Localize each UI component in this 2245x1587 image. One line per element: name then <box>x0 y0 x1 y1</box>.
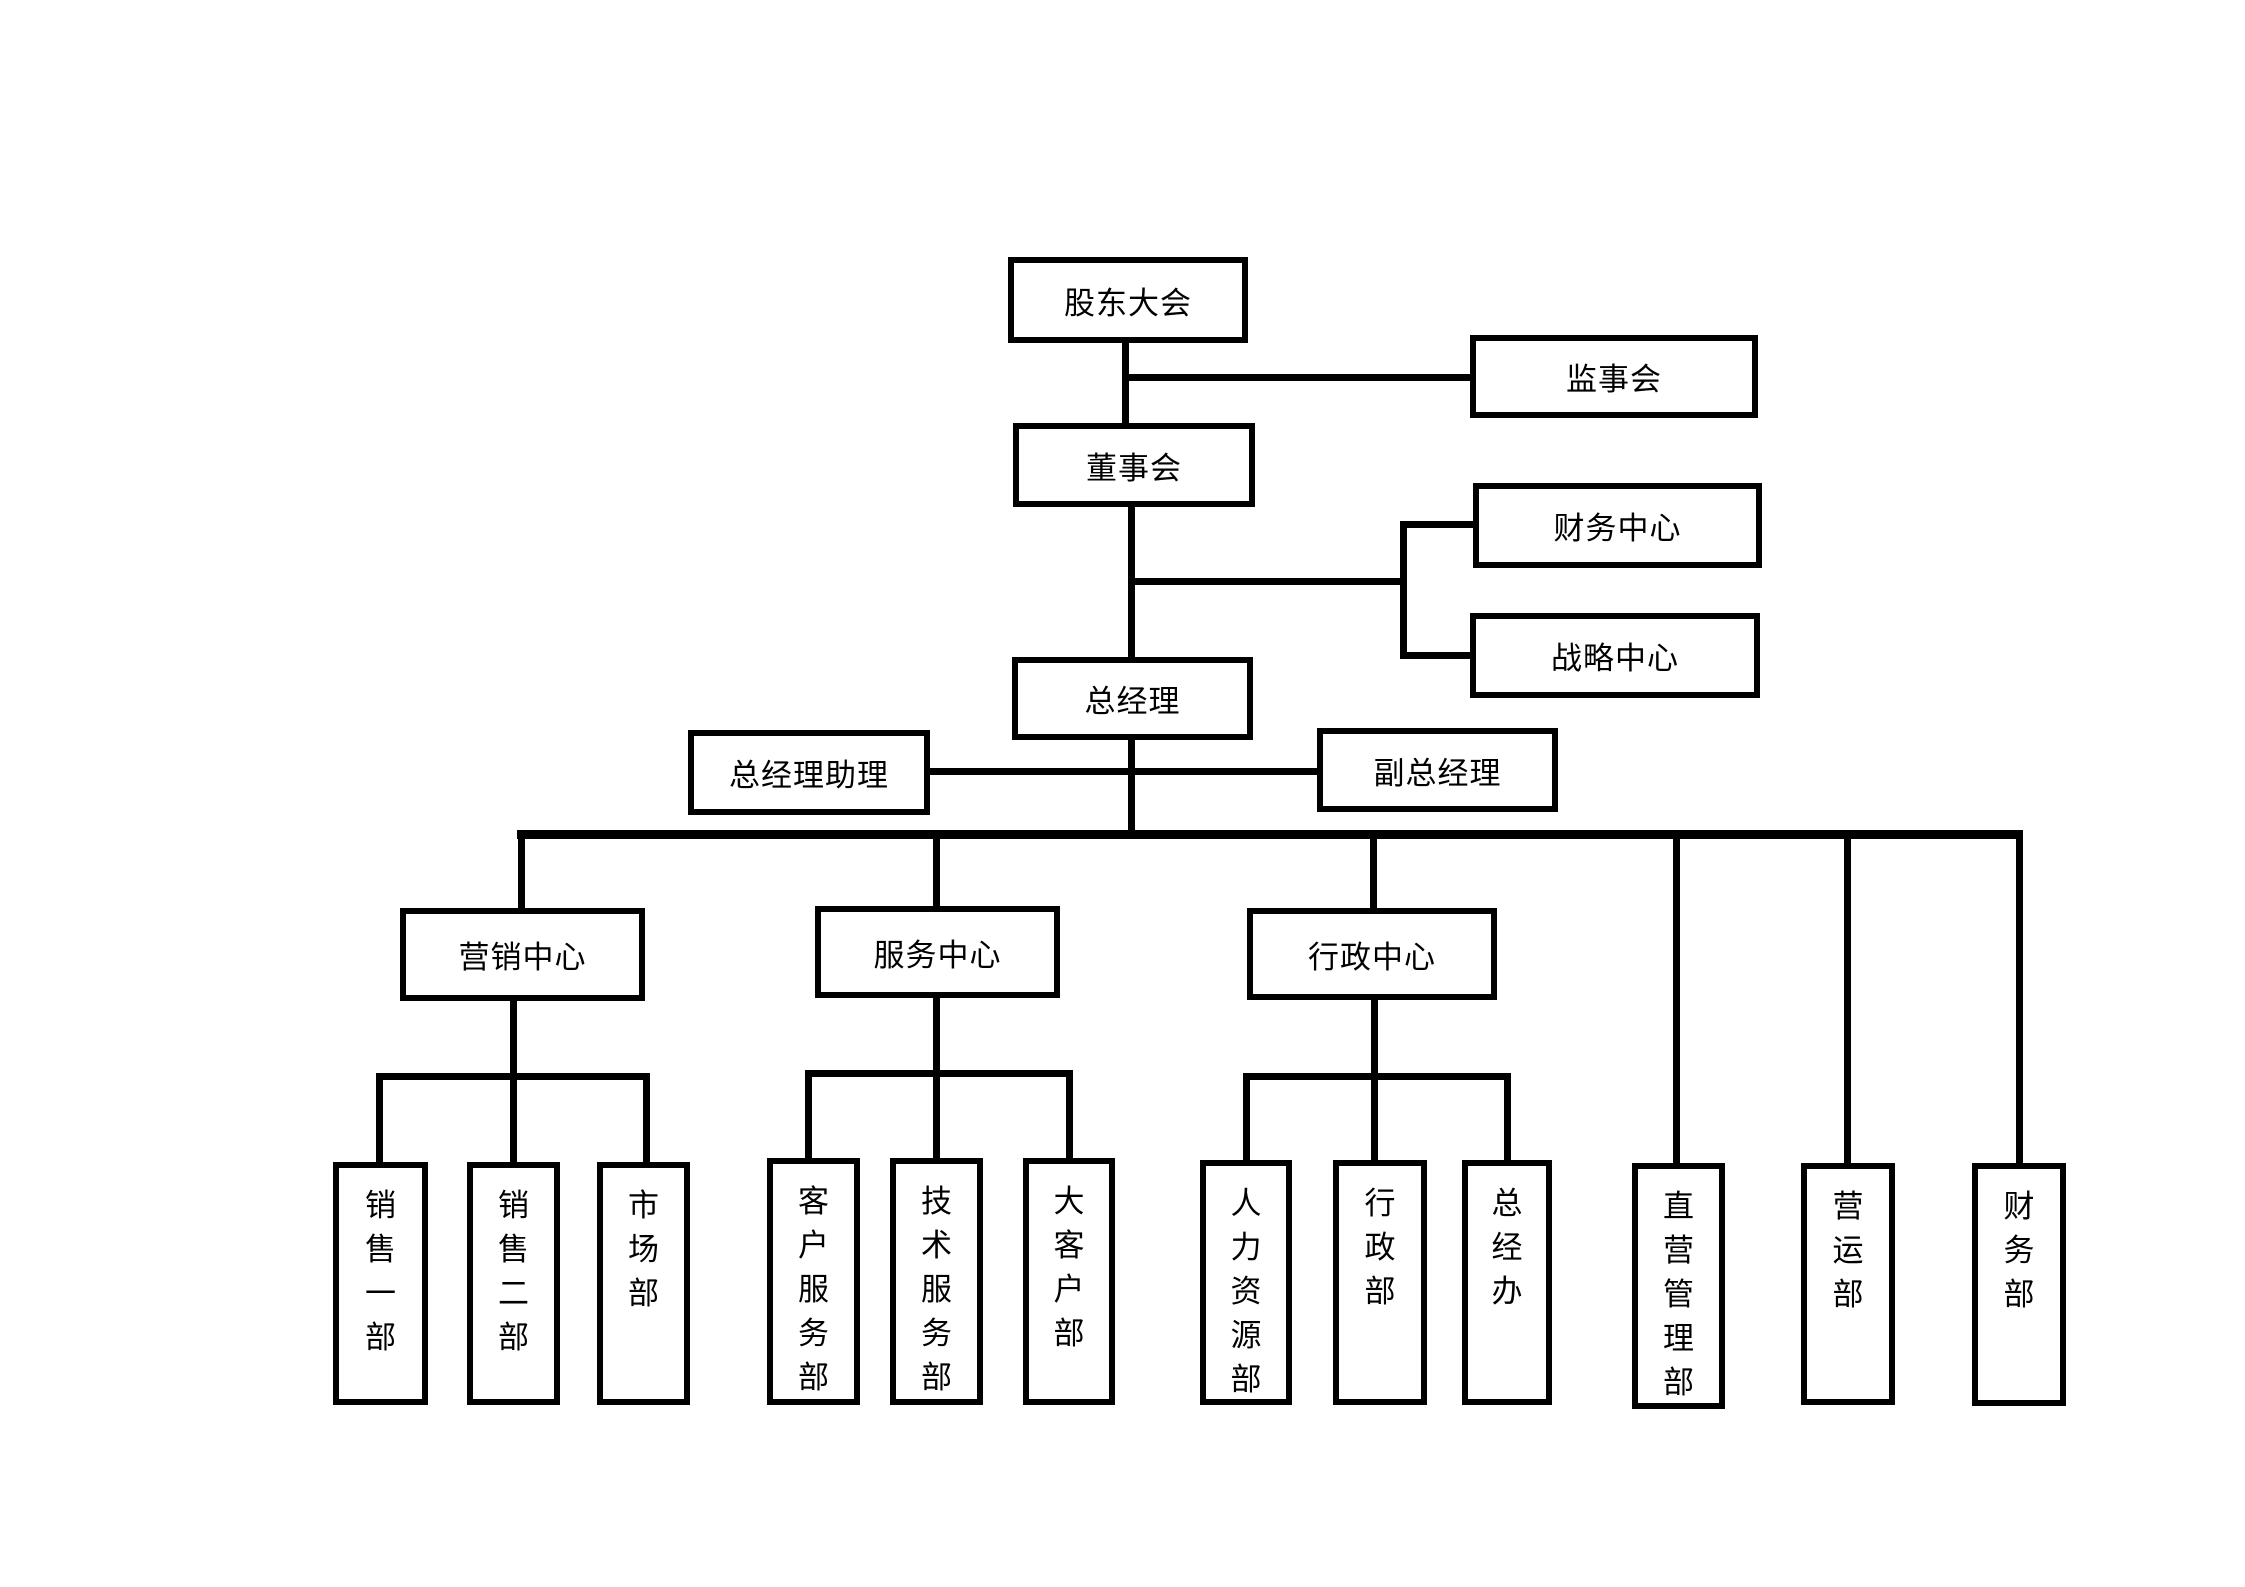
node-hr-dept-label: 人力资源部 <box>1230 1186 1262 1398</box>
node-gm-office-label: 总经办 <box>1491 1186 1523 1310</box>
node-key-account-dept: 大客户部 <box>1023 1158 1115 1405</box>
node-general-manager-label: 总经理 <box>1084 684 1181 720</box>
edge-bus-operations <box>1844 835 1851 1166</box>
node-sales-dept-2-label: 销售二部 <box>497 1188 529 1356</box>
edge-board-centers-branch <box>1128 578 1407 585</box>
node-marketing-center-label: 营销中心 <box>458 940 587 976</box>
edge-marketing-stem <box>510 999 517 1165</box>
node-board-of-directors: 董事会 <box>1013 423 1255 507</box>
node-gm-assistant-label: 总经理助理 <box>729 758 889 794</box>
node-service-center-label: 服务中心 <box>873 937 1002 974</box>
edge-admin-drop-right <box>1504 1073 1511 1163</box>
edge-admin-stem <box>1371 998 1378 1163</box>
edge-service-stem <box>933 996 940 1161</box>
node-admin-dept: 行政部 <box>1333 1160 1427 1405</box>
node-sales-dept-1-label: 销售一部 <box>364 1188 396 1356</box>
edge-bus-finance <box>2016 835 2023 1166</box>
node-shareholders-meeting: 股东大会 <box>1008 257 1248 343</box>
node-sales-dept-1: 销售一部 <box>333 1162 428 1405</box>
node-admin-dept-label: 行政部 <box>1364 1186 1396 1310</box>
node-general-manager: 总经理 <box>1012 657 1253 740</box>
edge-marketing-bracket <box>376 1073 650 1080</box>
node-deputy-gm: 副总经理 <box>1317 728 1558 812</box>
node-shareholders-meeting-label: 股东大会 <box>1064 285 1192 322</box>
node-board-of-directors-label: 董事会 <box>1086 450 1182 487</box>
edge-gm-bus-stem <box>1128 738 1135 835</box>
node-tech-service-dept: 技术服务部 <box>890 1158 983 1405</box>
node-finance-center-label: 财务中心 <box>1553 511 1682 547</box>
node-customer-service-dept-label: 客户服务部 <box>797 1184 829 1396</box>
node-admin-center-label: 行政中心 <box>1308 939 1436 976</box>
node-tech-service-dept-label: 技术服务部 <box>920 1184 952 1396</box>
node-sales-dept-2: 销售二部 <box>467 1162 560 1405</box>
node-strategy-center-label: 战略中心 <box>1551 641 1679 677</box>
edge-admin-bracket <box>1243 1073 1511 1080</box>
node-gm-assistant: 总经理助理 <box>688 730 930 815</box>
edge-bus <box>517 830 2023 839</box>
edge-marketing-drop-right <box>643 1073 650 1165</box>
node-deputy-gm-label: 副总经理 <box>1373 755 1502 792</box>
node-supervisory-board: 监事会 <box>1470 335 1758 418</box>
edge-admin-drop-left <box>1243 1073 1250 1163</box>
edge-bracket-finance-center <box>1400 521 1475 528</box>
node-strategy-center: 战略中心 <box>1470 613 1760 698</box>
node-marketing-center: 营销中心 <box>400 908 645 1001</box>
edge-bus-service <box>933 835 940 909</box>
node-market-dept-label: 市场部 <box>627 1188 659 1312</box>
edge-service-drop-left <box>805 1070 812 1161</box>
node-finance-center: 财务中心 <box>1473 483 1762 568</box>
node-market-dept: 市场部 <box>597 1162 690 1405</box>
node-direct-management-dept-label: 直营管理部 <box>1662 1189 1694 1401</box>
edge-shareholders-supervisory <box>1122 374 1470 381</box>
node-operations-dept-label: 营运部 <box>1832 1189 1864 1313</box>
edge-centers-bracket <box>1400 521 1407 659</box>
edge-bracket-strategy-center <box>1400 652 1472 659</box>
node-admin-center: 行政中心 <box>1247 908 1497 1000</box>
node-hr-dept: 人力资源部 <box>1200 1160 1292 1405</box>
node-key-account-dept-label: 大客户部 <box>1053 1184 1085 1352</box>
edge-bus-marketing <box>518 835 525 911</box>
edge-service-bracket <box>805 1070 1073 1077</box>
edge-service-drop-right <box>1066 1070 1073 1161</box>
node-operations-dept: 营运部 <box>1801 1163 1895 1405</box>
node-supervisory-board-label: 监事会 <box>1566 362 1662 398</box>
node-service-center: 服务中心 <box>815 906 1060 998</box>
edge-bus-admin <box>1370 835 1377 911</box>
edge-bus-direct <box>1673 835 1680 1166</box>
node-finance-dept: 财务部 <box>1972 1163 2066 1406</box>
edge-assistant-deputy <box>928 768 1319 775</box>
edge-shareholders-board <box>1122 341 1129 425</box>
node-gm-office: 总经办 <box>1462 1160 1552 1405</box>
node-customer-service-dept: 客户服务部 <box>767 1158 860 1405</box>
node-finance-dept-label: 财务部 <box>2003 1189 2035 1313</box>
edge-marketing-drop-left <box>376 1073 383 1165</box>
node-direct-management-dept: 直营管理部 <box>1632 1163 1725 1409</box>
